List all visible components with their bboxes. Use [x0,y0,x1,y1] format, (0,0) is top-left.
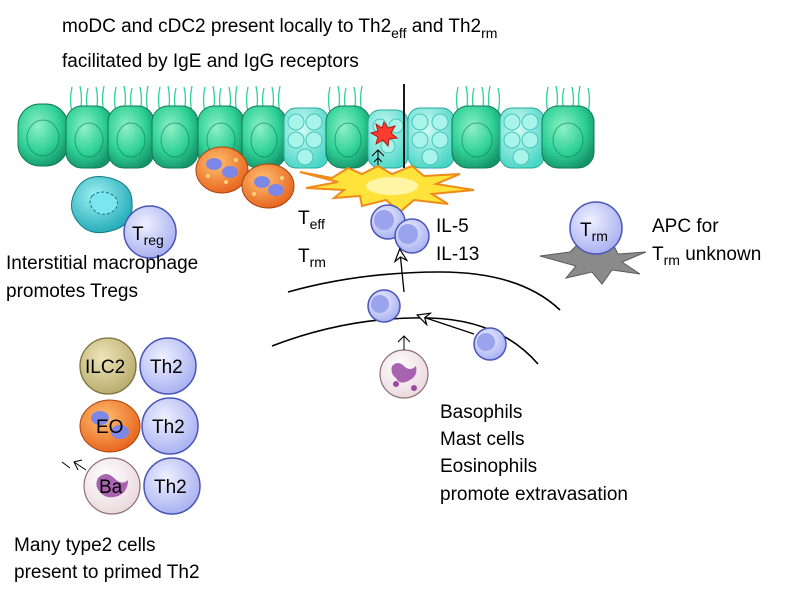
il13-label: IL-13 [436,244,479,265]
th2-label-3: Th2 [154,477,187,498]
bottom-left-caption-1: Many type2 cells [14,535,156,556]
ba-label: Ba [99,477,123,498]
lymphocyte-pair [370,204,430,254]
club-cell [407,107,455,169]
th2-cell-2: Th2 [141,397,199,455]
ciliated-cell [325,105,371,169]
bottom-left-caption-2: present to primed Th2 [14,562,200,583]
th2-label-2: Th2 [152,417,185,438]
lymphocyte-in-vessel [367,289,401,323]
epithelium-row [17,103,595,169]
apc-caption-1: APC for [652,216,719,237]
club-cell [499,107,545,169]
eosinophil-1 [195,146,249,194]
treg-label: Treg [132,224,164,248]
header-line2: facilitated by IgE and IgG receptors [62,51,359,72]
ilc2-label: ILC2 [85,357,125,378]
allergen-icon [369,120,399,148]
migration-arrow [420,316,475,335]
eo-label: EO [96,417,123,438]
ciliated-cell [451,105,503,169]
interstitial-macrophage [71,176,133,234]
eosinophil-3: EO [79,399,141,453]
teff-label: Teff [298,208,325,232]
ciliated-cell [151,105,199,169]
vessel-wall-top [287,271,561,311]
th2-label-1: Th2 [150,357,183,378]
bottom-right-line4: promote extravasation [440,484,628,505]
dendritic-core [366,177,418,195]
ciliated-cell [541,105,595,169]
basophil-cell [379,335,429,399]
cilia-group [69,85,591,113]
eosinophil-2 [241,163,295,209]
ciliated-cell [241,105,287,169]
bottom-right-line2: Mast cells [440,429,524,450]
extravasation-arrow [400,252,404,293]
apc-caption-2: Trm unknown [652,244,761,268]
lymphocyte-in-vessel [473,327,507,361]
th2-cell-3: Th2 [143,457,201,515]
bottom-right-line3: Eosinophils [440,456,537,477]
treg-cell: Treg [123,205,177,259]
epithelial-cell [17,103,69,167]
header-line1: moDC and cDC2 present locally to Th2eff … [62,16,497,41]
trm-cell: Trm [569,201,623,255]
il5-label: IL-5 [436,216,469,237]
ciliated-cell [107,105,155,169]
macrophage-caption-1: Interstitial macrophage [6,253,198,274]
ilc2-cell: ILC2 [79,337,137,395]
club-cell [283,107,329,169]
bottom-right-line1: Basophils [440,402,522,423]
basophil-cell-2: Ba [61,457,141,515]
macrophage-caption-2: promotes Tregs [6,281,138,302]
ciliated-cell [65,105,113,169]
trm-label: Trm [298,246,326,270]
th2-cell-1: Th2 [139,337,197,395]
trm-cell-label: Trm [580,220,608,244]
